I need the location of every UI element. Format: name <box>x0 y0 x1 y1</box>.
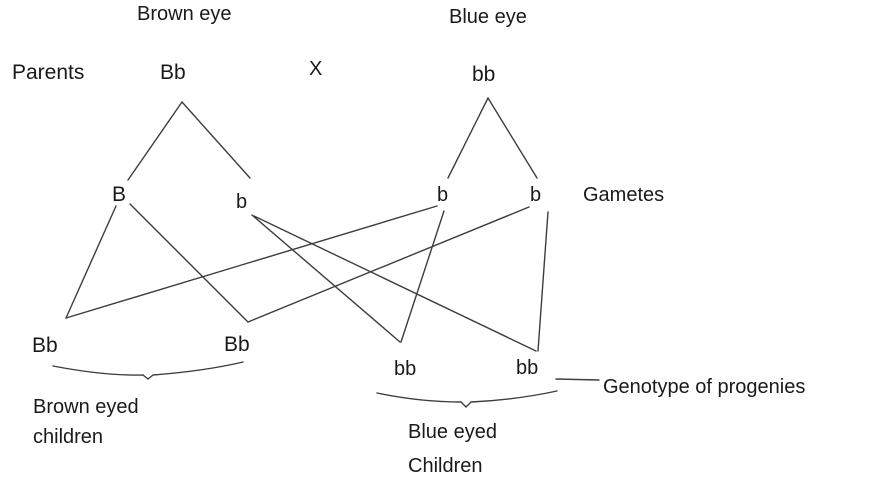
edge-gamete-B-to-progeny-Bb2 <box>129 203 249 323</box>
parent2-genotype: bb <box>472 63 496 86</box>
edge-gamete-b3-to-progeny-Bb2 <box>247 206 530 323</box>
genotype-label-connector <box>555 378 600 381</box>
blue-children-caption-line2: Children <box>408 455 483 477</box>
gamete-b-parent2-second: b <box>530 184 542 206</box>
progeny-Bb-1: Bb <box>32 334 58 357</box>
genotype-of-progenies-label: Genotype of progenies <box>603 376 806 398</box>
phenotype-label-blue-eye: Blue eye <box>449 6 527 28</box>
phenotype-label-brown-eye: Brown eye <box>137 3 232 25</box>
edge-parent2-to-gamete-b3 <box>487 97 538 179</box>
progeny-Bb-2: Bb <box>224 333 250 356</box>
edge-gamete-B-to-progeny-Bb1 <box>65 205 117 319</box>
brown-children-caption: Brown eyed children <box>33 392 139 452</box>
gamete-B: B <box>112 183 127 206</box>
edge-gamete-b2-to-progeny-Bb1 <box>65 205 438 319</box>
brace-brown-children <box>52 361 244 380</box>
edge-gamete-b3-to-progeny-bb2 <box>537 211 549 352</box>
brown-children-caption-line2: children <box>33 426 104 448</box>
edge-parent2-to-gamete-b2 <box>447 97 489 179</box>
parent1-genotype: Bb <box>160 61 186 84</box>
progeny-bb-1: bb <box>394 358 417 380</box>
blue-children-caption-line1: Blue eyed <box>408 421 497 443</box>
progeny-bb-2: bb <box>516 357 539 379</box>
cross-symbol: X <box>309 58 323 80</box>
gamete-b-parent1: b <box>236 191 248 213</box>
parents-row-label: Parents <box>12 61 85 84</box>
edge-gamete-b2-to-progeny-bb1 <box>400 210 445 343</box>
edge-parent1-to-gamete-b1 <box>181 101 251 179</box>
brown-children-caption-line1: Brown eyed <box>33 396 139 418</box>
brace-blue-children <box>376 390 558 408</box>
edge-parent1-to-gamete-B <box>127 101 183 181</box>
edge-gamete-b1-to-progeny-bb1 <box>251 214 401 343</box>
edge-gamete-b1-to-progeny-bb2 <box>253 215 537 352</box>
gamete-b-parent2-first: b <box>437 184 449 206</box>
gametes-row-label: Gametes <box>583 184 665 206</box>
